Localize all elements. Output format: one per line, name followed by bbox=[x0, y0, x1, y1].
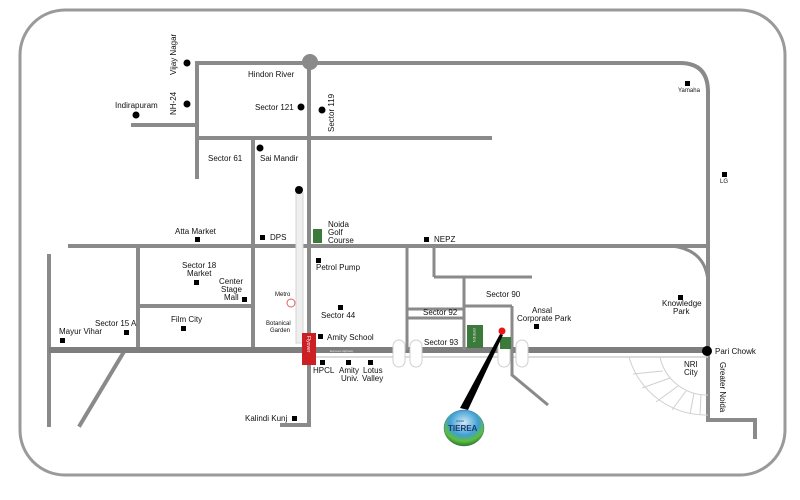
sector-93-label: Sector 93 bbox=[424, 338, 459, 347]
lotus-valley-marker bbox=[368, 360, 373, 365]
indirapuram-dot bbox=[132, 111, 140, 119]
project-logo[interactable]: CASA TIEREA bbox=[443, 409, 485, 447]
center-stage-mall-marker bbox=[242, 297, 247, 302]
map-frame bbox=[18, 8, 787, 477]
sector-18-market-label-1: Sector 18 bbox=[182, 261, 217, 270]
road-sector-90-east bbox=[510, 306, 549, 407]
metro-station-icon bbox=[286, 298, 296, 308]
center-stage-mall-label-2: Stage bbox=[221, 285, 242, 294]
ansal-corporate-park-label-2: Corporate Park bbox=[517, 314, 572, 323]
ansal-corporate-park-marker bbox=[534, 324, 539, 329]
atta-market-marker bbox=[195, 237, 200, 242]
nri-city-label-1: NRI bbox=[684, 360, 698, 369]
kalindi-kunj-marker bbox=[292, 416, 297, 421]
flyover-label: Flyover bbox=[305, 336, 311, 353]
center-stage-mall-label-1: Center bbox=[219, 277, 243, 286]
indirapuram-label: Indirapuram bbox=[115, 101, 158, 110]
nepz-marker bbox=[424, 237, 429, 242]
sector-90-label: Sector 90 bbox=[486, 290, 521, 299]
sector-121-dot bbox=[297, 103, 305, 111]
project-pointer bbox=[460, 334, 503, 410]
lotus-valley-label-1: Lotus bbox=[363, 366, 383, 375]
center-stage-mall-label-3: Mall bbox=[224, 293, 239, 302]
nri-city-roundabout bbox=[628, 356, 709, 416]
knowledge-park-marker bbox=[678, 295, 683, 300]
dps-label: DPS bbox=[270, 233, 286, 242]
green-label: GREEN bbox=[472, 328, 477, 342]
pari-chowk-dot bbox=[702, 346, 712, 356]
nri-city-label-2: City bbox=[684, 368, 698, 377]
sector-15a-label: Sector 15 A bbox=[95, 319, 137, 328]
petrol-pump-marker bbox=[316, 258, 321, 263]
dps-marker bbox=[260, 235, 265, 240]
petrol-pump-label: Petrol Pump bbox=[316, 263, 361, 272]
sector-44-marker bbox=[338, 305, 343, 310]
metro-end-dot bbox=[295, 186, 303, 194]
ansal-corporate-park-label-1: Ansal bbox=[532, 306, 552, 315]
expressway-label: Express Highway bbox=[330, 349, 354, 353]
botanical-garden-label-2: Garden bbox=[270, 328, 290, 334]
nepz-label: NEPZ bbox=[434, 235, 455, 244]
yamaha-marker bbox=[685, 81, 690, 86]
sector-18-market-marker bbox=[194, 280, 199, 285]
noida-golf-course-label-3: Course bbox=[328, 236, 354, 245]
sai-mandir-dot bbox=[256, 144, 264, 152]
mayur-vihar-label: Mayur Vihar bbox=[59, 327, 102, 336]
amity-univ-label-1: Amity bbox=[339, 366, 359, 375]
amity-school-marker bbox=[318, 334, 323, 339]
road-diagonal bbox=[77, 347, 128, 428]
yamaha-label: Yamaha bbox=[678, 88, 701, 94]
project-logo-name: TIEREA bbox=[448, 424, 478, 433]
knowledge-park-label-2: Park bbox=[673, 307, 690, 316]
lg-marker bbox=[722, 172, 727, 177]
noida-golf-course-area bbox=[313, 229, 322, 243]
metro-track bbox=[295, 192, 304, 344]
sector-18-market-label-2: Market bbox=[187, 269, 212, 278]
amity-univ-label-2: Univ. bbox=[341, 374, 359, 383]
lg-label: LG bbox=[720, 179, 728, 185]
road-hindon bbox=[195, 61, 757, 439]
sector-15a-marker bbox=[124, 330, 129, 335]
green-area bbox=[467, 325, 483, 348]
botanical-garden-label-1: Botanical bbox=[266, 321, 291, 327]
project-logo-prefix: CASA bbox=[456, 419, 464, 423]
kalindi-kunj-label: Kalindi Kunj bbox=[245, 414, 287, 423]
hindon-river-marker bbox=[302, 54, 318, 70]
lotus-valley-label-2: Valley bbox=[362, 374, 383, 383]
nh24-dot bbox=[183, 100, 191, 108]
noida-golf-course-label-1: Noida bbox=[328, 220, 349, 229]
metro-label: Metro bbox=[275, 292, 291, 298]
vijay-nagar-label: Vijay Nagar bbox=[169, 33, 178, 75]
knowledge-park-label-1: Knowledge bbox=[662, 299, 702, 308]
nh24-label: NH-24 bbox=[169, 91, 178, 115]
hindon-river-label: Hindon River bbox=[248, 70, 295, 79]
project-location-pin[interactable] bbox=[498, 327, 506, 335]
amity-school-label: Amity School bbox=[327, 333, 374, 342]
sector-44-label: Sector 44 bbox=[321, 311, 356, 320]
hpcl-label: HPCL bbox=[313, 366, 335, 375]
sector-92-label: Sector 92 bbox=[423, 308, 458, 317]
mayur-vihar-marker bbox=[60, 338, 65, 343]
amity-univ-marker bbox=[346, 360, 351, 365]
atta-market-label: Atta Market bbox=[175, 227, 217, 236]
road-knowledge-park-curve bbox=[434, 244, 710, 283]
vijay-nagar-dot bbox=[183, 59, 191, 67]
sector-119-label: Sector 119 bbox=[327, 93, 336, 132]
noida-golf-course-label-2: Golf bbox=[328, 228, 343, 237]
sector-61-label: Sector 61 bbox=[208, 154, 243, 163]
sai-mandir-label: Sai Mandir bbox=[260, 154, 299, 163]
flyover-marker bbox=[302, 333, 316, 365]
film-city-label: Film City bbox=[171, 315, 202, 324]
sector-119-dot bbox=[318, 106, 326, 114]
pari-chowk-label: Pari Chowk bbox=[715, 347, 757, 356]
project-site-area bbox=[500, 337, 511, 349]
film-city-marker bbox=[181, 326, 186, 331]
hpcl-marker bbox=[320, 360, 325, 365]
greater-noida-label: Greater Noida bbox=[718, 362, 727, 413]
sector-121-label: Sector 121 bbox=[255, 103, 294, 112]
